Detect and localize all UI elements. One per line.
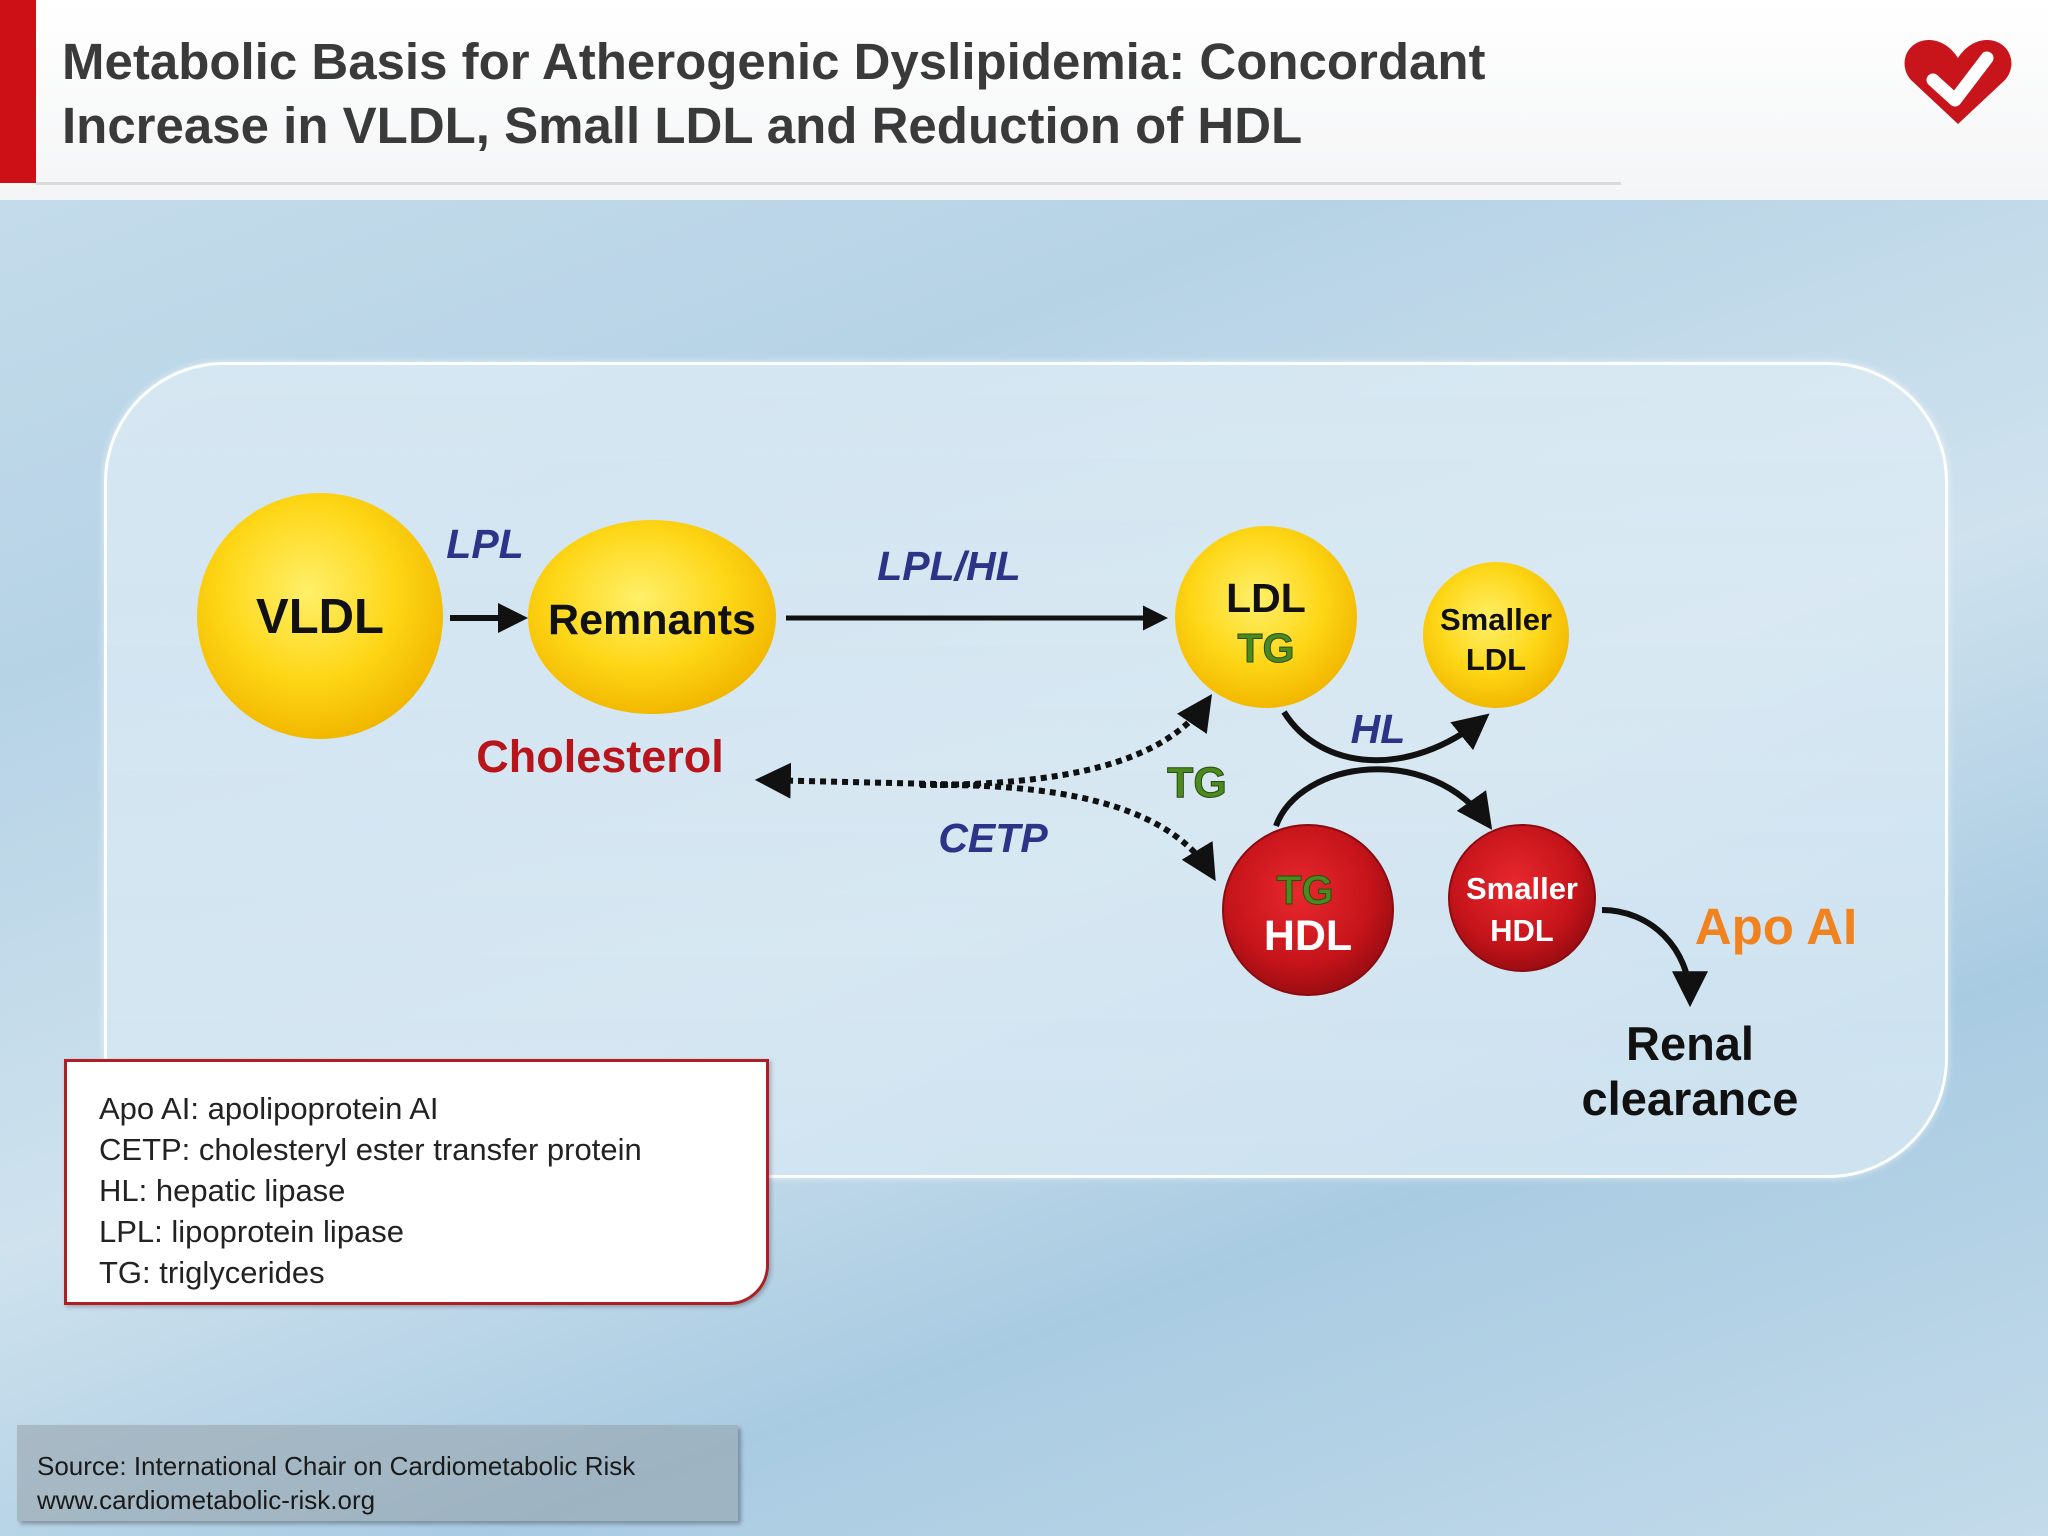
cetp-to-ldl-arrow <box>919 694 1213 788</box>
remnants-label: Remnants <box>548 596 756 644</box>
hdl-label: HDL <box>1264 912 1352 960</box>
diagram-panel <box>104 362 1948 1178</box>
source-url: www.cardiometabolic-risk.org <box>37 1485 376 1515</box>
cetp-to-hdl-arrow <box>939 782 1216 882</box>
smaller-hdl-node <box>1448 824 1596 972</box>
header-red-bar <box>0 0 36 183</box>
ldl-to-smaller-ldl-arrow <box>1281 710 1490 764</box>
abbreviation-legend: Apo AI: apolipoprotein AI CETP: choleste… <box>64 1059 769 1305</box>
tg-hdl-to-smaller-hdl-arrow <box>1273 766 1493 830</box>
hl-label: HL <box>1351 706 1406 752</box>
ldl-tg-label: TG <box>1238 625 1295 671</box>
cetp-to-cholesterol-arrow <box>754 762 981 799</box>
vldl-node <box>197 493 443 739</box>
lpl-hl-label: LPL/HL <box>877 543 1020 589</box>
renal-label-line1: Renal <box>1626 1017 1754 1070</box>
smaller-ldl-label-line1: Smaller <box>1440 602 1552 637</box>
source-text: Source: International Chair on Cardiomet… <box>37 1451 636 1481</box>
legend-item-lpl: LPL: lipoprotein lipase <box>99 1214 405 1249</box>
cholesterol-label: Cholesterol <box>476 731 724 782</box>
slide-header: Metabolic Basis for Atherogenic Dyslipid… <box>0 0 2048 200</box>
lpl-label: LPL <box>446 521 523 567</box>
smaller-hdl-to-renal-arrow <box>1601 907 1708 1008</box>
header-rule <box>36 182 1621 185</box>
smaller-ldl-node <box>1423 562 1569 708</box>
source-box: Source: International Chair on Cardiomet… <box>17 1425 738 1521</box>
hdl-tg-label: TG <box>1277 867 1334 913</box>
vldl-label: VLDL <box>256 590 384 644</box>
renal-label-line2: clearance <box>1582 1072 1799 1125</box>
tg-hdl-node <box>1222 824 1394 996</box>
cetp-label: CETP <box>938 815 1048 861</box>
slide-title: Metabolic Basis for Atherogenic Dyslipid… <box>62 30 1862 158</box>
remnants-node <box>528 520 776 714</box>
legend-item-cetp: CETP: cholesteryl ester transfer protein <box>99 1132 642 1167</box>
ldl-node <box>1175 526 1357 708</box>
tg-transfer-label: TG <box>1167 759 1227 807</box>
slide-title-line1: Metabolic Basis for Atherogenic Dyslipid… <box>62 33 1486 90</box>
legend-item-hl: HL: hepatic lipase <box>99 1173 346 1208</box>
smaller-ldl-label-line2: LDL <box>1466 642 1526 677</box>
ldl-label: LDL <box>1226 575 1306 621</box>
heart-check-icon <box>1904 40 2012 124</box>
legend-item-apo-ai: Apo AI: apolipoprotein AI <box>99 1091 439 1126</box>
apo-ai-label: Apo AI <box>1695 898 1857 955</box>
slide-title-line2: Increase in VLDL, Small LDL and Reductio… <box>62 97 1303 154</box>
smaller-hdl-label-line1: Smaller <box>1466 871 1578 906</box>
legend-item-tg: TG: triglycerides <box>99 1255 325 1290</box>
smaller-hdl-label-line2: HDL <box>1490 913 1554 948</box>
